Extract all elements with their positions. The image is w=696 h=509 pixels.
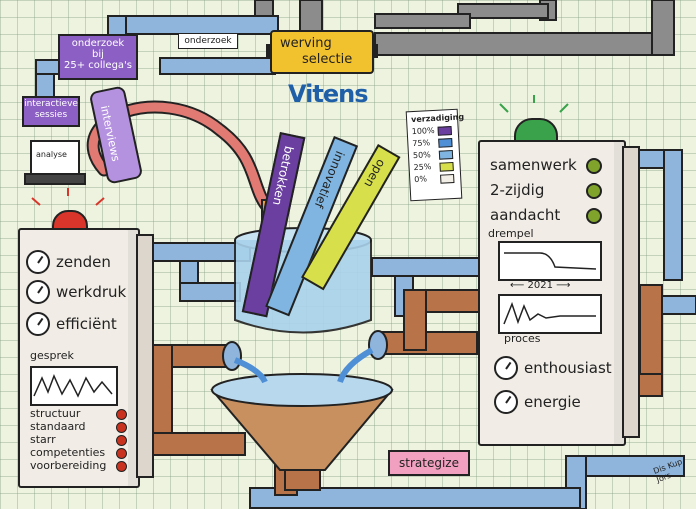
legend-swatch: [440, 173, 455, 184]
verzadiging-legend: verzadiging 100%75%50%25%0%: [405, 108, 465, 202]
bolt-right: [373, 44, 378, 58]
left-gauge-label: zenden: [56, 253, 111, 271]
onderzoek-box-line3: 25+ collega's: [63, 60, 133, 71]
onderzoek-box: onderzoek bij 25+ collega's: [58, 34, 138, 80]
gesprek-waveform: [33, 374, 113, 398]
werving-selectie-box: werving selectie: [266, 30, 378, 74]
onderzoek-box-line2: bij: [92, 49, 104, 60]
sessies-box: interactieve sessies: [22, 96, 80, 127]
onderzoek-box-line1: onderzoek: [71, 38, 125, 49]
proces-curve: [503, 301, 596, 325]
strategize-arrow: strategize: [388, 450, 470, 476]
green-indicator-icon: [586, 183, 602, 199]
year-label: 2021: [527, 280, 553, 291]
drempel-curve: [504, 252, 597, 270]
gauge-icon: [494, 356, 518, 380]
left-gauge-label: efficiënt: [56, 315, 117, 333]
laptop-label: analyse: [36, 150, 67, 159]
strategize-label: strategize: [399, 456, 459, 470]
legend-swatch: [438, 149, 454, 160]
red-indicator-icon: [116, 461, 127, 472]
right-gauge-row: energie: [494, 390, 581, 414]
left-gauge-row: werkdruk: [26, 280, 126, 304]
gauge-icon: [494, 390, 518, 414]
red-indicator-icon: [116, 422, 127, 433]
right-item-label: 2-zijdig: [490, 181, 545, 199]
alarm-green: [514, 118, 558, 144]
onderzoek-arrow: onderzoek: [178, 33, 238, 49]
bolt-left: [266, 44, 271, 58]
gauge-icon: [26, 312, 50, 336]
sessies-line1: interactieve: [24, 99, 78, 109]
legend-row: 0%: [414, 172, 457, 186]
brand-name: Vitens: [288, 80, 368, 108]
legend-rows: 100%75%50%25%0%: [411, 124, 456, 186]
checklist-label: structuur: [30, 407, 81, 420]
drempel-screen: [498, 241, 602, 281]
left-machine-side: [136, 234, 154, 478]
red-indicator-icon: [116, 448, 127, 459]
red-indicator-icon: [116, 435, 127, 446]
year-marker: ⟵ 2021 ⟶: [510, 280, 571, 291]
right-gauge-row: enthousiast: [494, 356, 612, 380]
checklist-label: standaard: [30, 420, 86, 433]
drempel-label: drempel: [488, 227, 534, 240]
proces-screen: [498, 294, 602, 334]
legend-swatch: [439, 161, 454, 172]
brand-logo: Vitens: [288, 80, 368, 108]
legend-title: verzadiging: [410, 112, 465, 125]
right-gauge-label: energie: [524, 393, 581, 411]
gauge-icon: [26, 250, 50, 274]
right-gauge-label: enthousiast: [524, 359, 612, 377]
legend-swatch: [437, 125, 452, 136]
legend-level: 0%: [414, 174, 428, 185]
year-right-arrow: ⟶: [556, 280, 571, 291]
interviews-label: interviews: [97, 104, 123, 163]
proces-label: proces: [504, 332, 541, 345]
left-gauge-row: zenden: [26, 250, 111, 274]
gauge-icon: [26, 280, 50, 304]
gesprek-screen: [30, 366, 118, 406]
left-gauge-row: efficiënt: [26, 312, 117, 336]
left-gauge-label: werkdruk: [56, 283, 127, 301]
checklist-label: competenties: [30, 446, 106, 459]
right-machine-side: [622, 146, 640, 438]
sessies-line2: sessies: [34, 110, 68, 120]
checklist-label: voorbereiding: [30, 459, 107, 472]
onderzoek-arrow-label: onderzoek: [184, 36, 232, 46]
legend-swatch: [438, 137, 453, 148]
green-indicator-icon: [586, 158, 602, 174]
right-item-label: aandacht: [490, 206, 561, 224]
green-indicator-icon: [586, 208, 602, 224]
selectie-label: selectie: [302, 52, 353, 67]
laptop: analyse: [24, 140, 86, 185]
right-item-label: samenwerk: [490, 156, 577, 174]
year-left-arrow: ⟵: [510, 280, 525, 291]
checklist-label: starr: [30, 433, 56, 446]
red-indicator-icon: [116, 409, 127, 420]
laptop-keyboard: [24, 173, 86, 185]
gesprek-label: gesprek: [30, 349, 74, 362]
werving-label: werving: [280, 36, 332, 51]
